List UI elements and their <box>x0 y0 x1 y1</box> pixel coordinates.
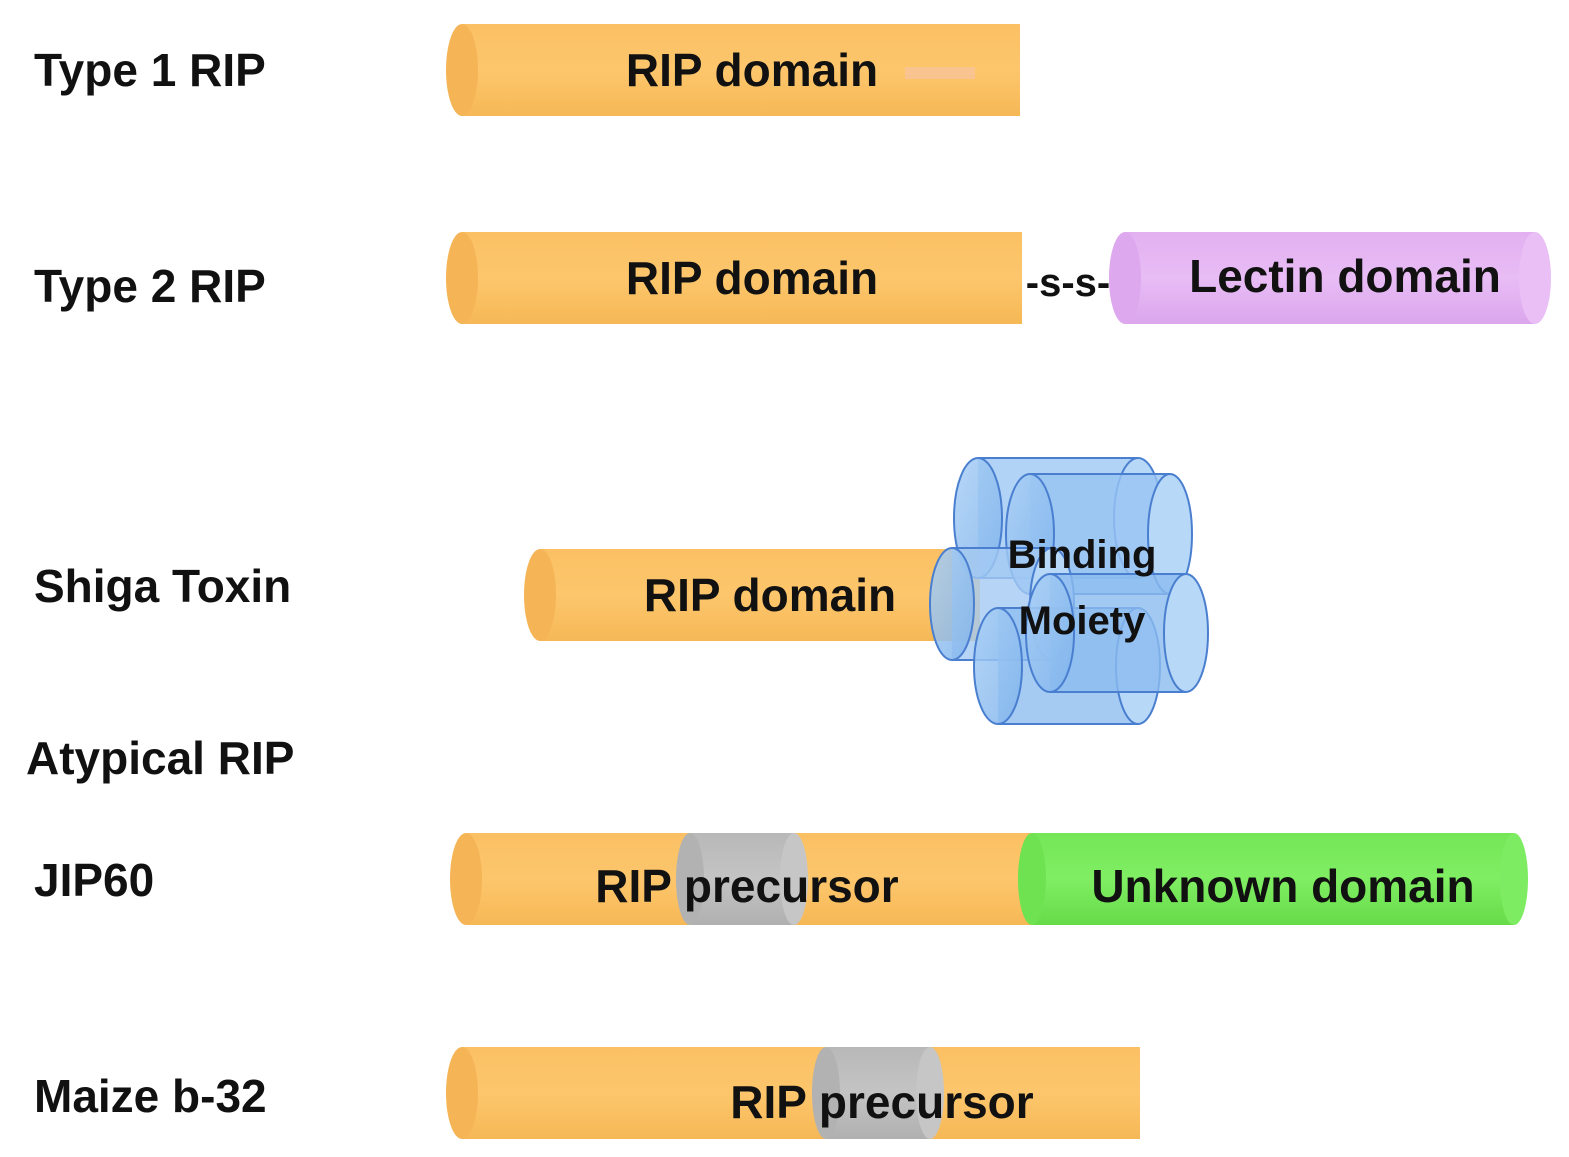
type1-rip-domain-bar <box>446 24 1020 116</box>
type2-rip-domain-bar <box>446 232 1022 324</box>
atypical-heading: Atypical RIP <box>26 732 294 784</box>
maize-rip-precursor-text: RIP precursor <box>730 1076 1033 1128</box>
unknown-domain-bar <box>1018 833 1528 925</box>
maize-rip-precursor-bar <box>446 1047 1140 1139</box>
maize-label: Maize b-32 <box>34 1070 267 1122</box>
type2-rip-domain-text: RIP domain <box>626 252 878 304</box>
type1-rip-domain-text: RIP domain <box>626 44 878 96</box>
unknown-domain-text: Unknown domain <box>1091 860 1474 912</box>
lectin-domain-bar <box>1109 232 1551 324</box>
binding-moiety-cylinders <box>929 457 1209 725</box>
shiga-rip-domain-bar <box>524 549 980 641</box>
jip60-rip-precursor-bar <box>450 833 1032 925</box>
type2-label: Type 2 RIP <box>34 260 266 312</box>
jip60-label: JIP60 <box>34 854 154 906</box>
type1-label: Type 1 RIP <box>34 44 266 96</box>
shiga-rip-domain-text: RIP domain <box>644 569 896 621</box>
binding-moiety-line2: Moiety <box>1019 599 1146 643</box>
disulfide-linker-text: -s-s- <box>1026 261 1110 305</box>
shiga-label: Shiga Toxin <box>34 560 291 612</box>
lectin-domain-text: Lectin domain <box>1189 250 1501 302</box>
jip60-rip-precursor-text: RIP precursor <box>595 860 898 912</box>
binding-moiety-line1: Binding <box>1008 533 1157 577</box>
